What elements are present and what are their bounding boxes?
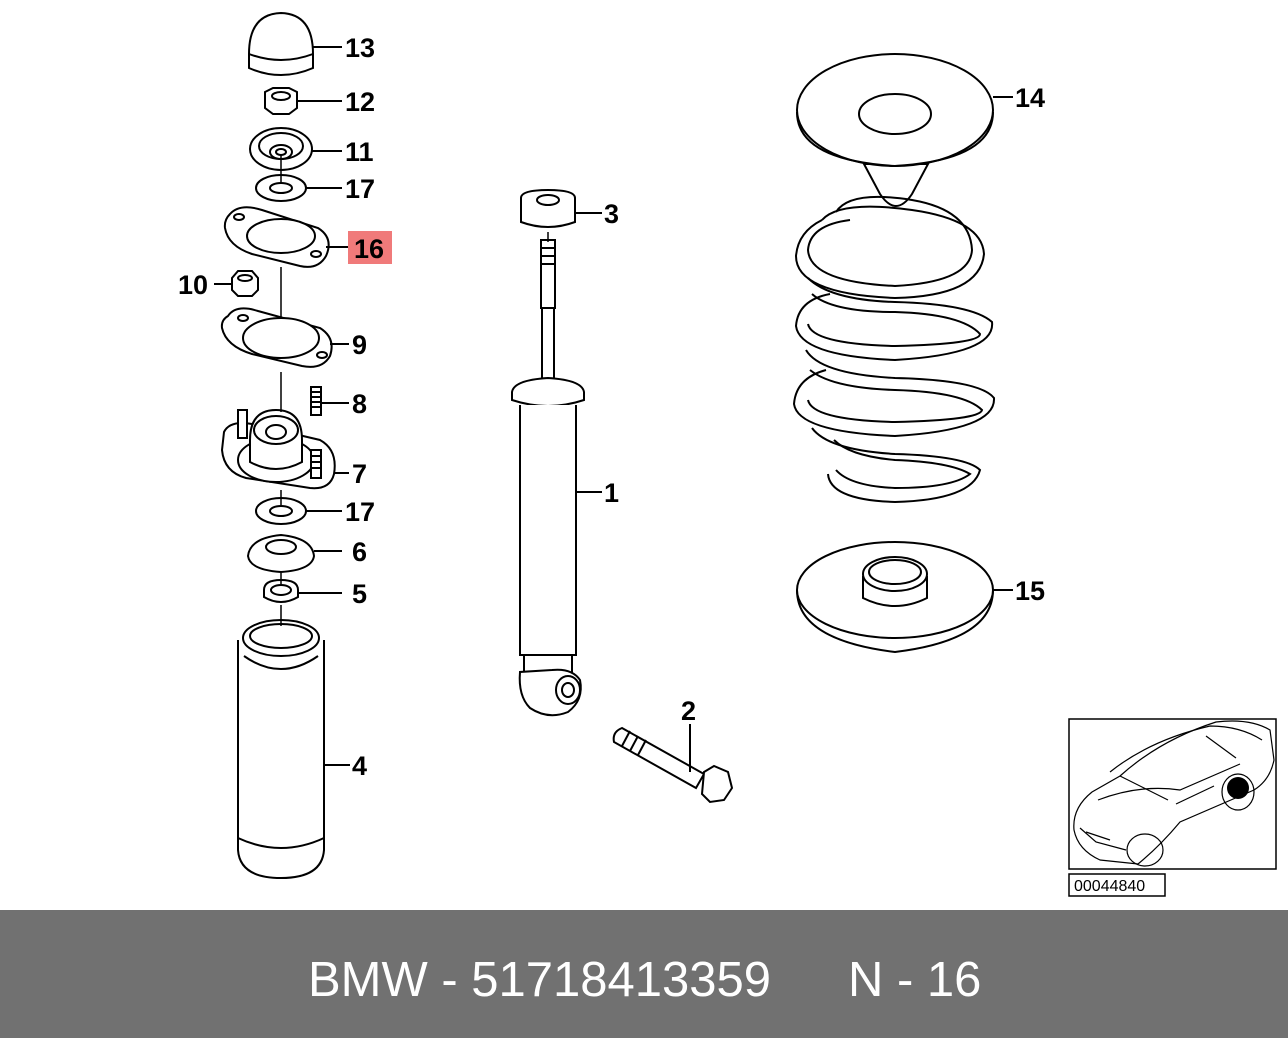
part-7-support-bearing xyxy=(220,408,336,490)
callout-12: 12 xyxy=(345,87,375,117)
parts-diagram: 13 12 11 17 16 10 9 8 7 17 6 5 4 3 1 2 1… xyxy=(178,11,1277,897)
part-14-upper-spring-seat xyxy=(796,53,994,207)
callout-7: 7 xyxy=(352,459,367,489)
coil-spring xyxy=(792,195,996,504)
part-4-protective-tube xyxy=(237,619,325,880)
part-13-cap xyxy=(248,11,314,76)
callout-11: 11 xyxy=(345,137,374,167)
callout-15: 15 xyxy=(1015,576,1045,606)
callout-5: 5 xyxy=(352,579,367,609)
part-number-label: BMW - 51718413359 xyxy=(308,953,772,1007)
part-15-lower-spring-seat xyxy=(796,541,994,654)
part-9-plate xyxy=(220,307,333,368)
callout-1: 1 xyxy=(604,478,619,508)
callout-3: 3 xyxy=(604,199,619,229)
part-6-bump-stop-cup xyxy=(246,533,316,574)
callout-17-lower: 17 xyxy=(345,497,375,527)
location-marker-icon xyxy=(1227,777,1249,799)
callout-8: 8 xyxy=(352,389,367,419)
callout-2: 2 xyxy=(681,696,696,726)
callout-16: 16 xyxy=(354,234,384,264)
part-8-stud xyxy=(310,386,322,416)
inset-diagram-id: 00044840 xyxy=(1074,878,1145,895)
part-1-shock-absorber xyxy=(511,239,585,717)
part-2-bolt xyxy=(612,726,734,804)
part-10-nut xyxy=(231,270,259,297)
part-12-nut xyxy=(264,87,298,115)
car-outline-icon xyxy=(1073,720,1275,867)
assembly-axis xyxy=(280,155,549,626)
part-3-rubber-stop xyxy=(520,188,576,228)
footer-bar: BMW - 51718413359 N - 16 xyxy=(0,910,1288,1038)
vehicle-location-inset: 00044840 xyxy=(1068,718,1277,897)
part-5-ring xyxy=(263,578,299,603)
callout-6: 6 xyxy=(352,537,367,567)
highlight-box-16 xyxy=(348,231,392,264)
callout-9: 9 xyxy=(352,330,367,360)
reference-label: N - 16 xyxy=(848,953,982,1007)
part-16-gasket xyxy=(223,206,330,268)
callout-17-upper: 17 xyxy=(345,174,375,204)
callout-13: 13 xyxy=(345,33,375,63)
callout-4: 4 xyxy=(352,751,367,781)
callout-14: 14 xyxy=(1015,83,1045,113)
callout-10: 10 xyxy=(178,270,208,300)
part-17-washer-lower xyxy=(255,497,307,525)
